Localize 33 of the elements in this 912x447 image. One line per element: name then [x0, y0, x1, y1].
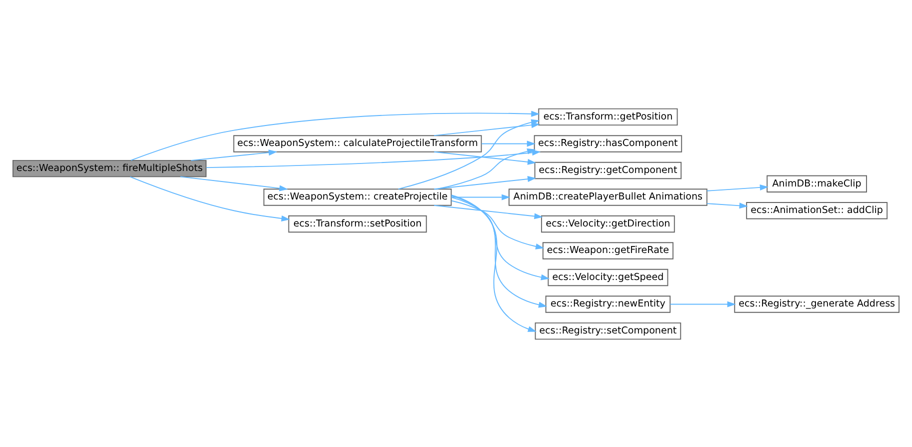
node-box: ecs::AnimationSet:: addClip: [746, 202, 888, 219]
node-box: AnimDB::makeClip: [766, 174, 867, 192]
arrow: [434, 204, 543, 219]
node-box: AnimDB::createPlayerBullet Animations: [508, 188, 708, 206]
arrow: [450, 194, 548, 308]
arrow: [434, 176, 536, 190]
arrow: [481, 140, 536, 146]
node-box: ecs::Registry::hasComponent: [534, 134, 682, 152]
arrow: [206, 149, 541, 168]
node-box: ecs::WeaponSystem:: calculateProjectileTransform: [233, 134, 482, 152]
arrow: [450, 196, 550, 280]
node-box: ecs::Registry::newEntity: [545, 295, 671, 312]
arrow: [450, 194, 510, 200]
arrow: [180, 176, 288, 191]
node-box: ecs::Velocity::getSpeed: [548, 268, 668, 286]
arrow: [190, 149, 278, 160]
node-box: ecs::Velocity::getDirection: [541, 214, 675, 232]
arrow: [670, 300, 736, 307]
arrow: [706, 202, 748, 208]
arrow: [706, 184, 769, 191]
arrow: [436, 148, 536, 190]
node-box: ecs::Weapon::getFireRate: [542, 242, 674, 259]
node-box: ecs::Registry::setComponent: [534, 322, 682, 340]
node-box: ecs::WeaponSystem:: fireMultipleShots: [12, 159, 207, 177]
node-box: ecs::Transform::getPosition: [538, 108, 678, 126]
node-box: ecs::Transform::setPosition: [288, 214, 427, 232]
arrow: [451, 200, 544, 249]
node-box: ecs::Registry::_generate Address: [734, 295, 900, 312]
arrow: [130, 176, 290, 221]
arrow: [451, 194, 537, 332]
node-box: ecs::Registry::getComponent: [534, 161, 682, 179]
node-box: ecs::WeaponSystem:: createProjectile: [263, 188, 452, 206]
arrow: [434, 150, 536, 164]
